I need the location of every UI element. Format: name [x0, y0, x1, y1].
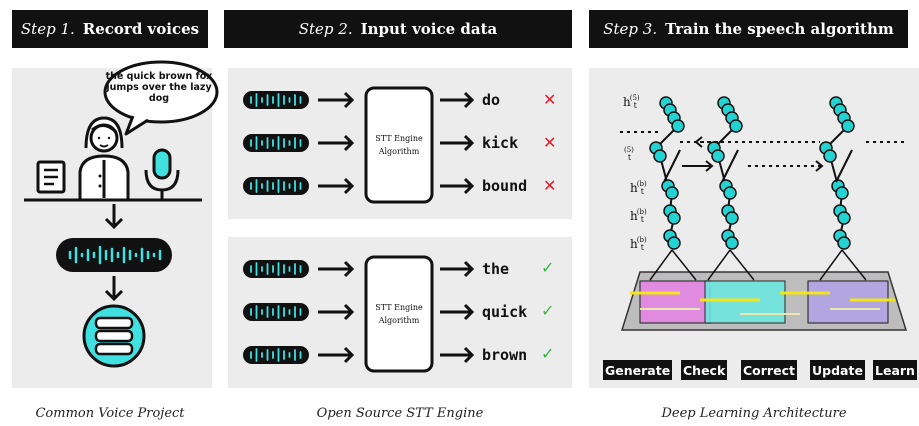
node: [837, 211, 851, 225]
arrow-icon: [440, 134, 475, 152]
arrow-icon: [104, 276, 124, 302]
audio-clip-icon: [243, 260, 309, 278]
layer-label: h(b)t: [630, 180, 647, 196]
node: [667, 236, 681, 250]
audio-clip-icon: [243, 91, 309, 109]
layer-label: h(b)t: [630, 236, 647, 252]
audio-clip-icon: [243, 303, 309, 321]
feature-block: [639, 280, 711, 324]
step2-header: Step 2. Input voice data: [224, 10, 572, 48]
engine-label-line2: Algorithm: [378, 147, 420, 156]
check-icon: ✓: [541, 258, 555, 277]
node-column: [707, 96, 755, 281]
node: [723, 186, 737, 200]
arrow-icon: [440, 177, 475, 195]
speech-bubble: [103, 60, 219, 136]
layer-links: [663, 149, 853, 183]
engine-label-bottom: STT Engine Algorithm: [368, 301, 430, 327]
engine-label-top: STT Engine Algorithm: [368, 132, 430, 158]
node: [725, 211, 739, 225]
cross-icon: ✕: [543, 133, 557, 152]
layer-label: h(5)t: [623, 94, 640, 110]
node: [711, 149, 725, 163]
step2-title: Input voice data: [360, 20, 498, 38]
layer-label: (5)t: [624, 146, 634, 162]
cross-icon: ✕: [543, 90, 557, 109]
arrow-icon: [318, 91, 355, 109]
arrow-icon: [440, 260, 475, 278]
output-word: kick: [482, 134, 519, 152]
node: [671, 119, 685, 133]
feature-block: [704, 280, 786, 324]
step1-caption: Common Voice Project: [35, 406, 185, 421]
step3-header: Step 3. Train the speech algorithm: [589, 10, 908, 48]
training-step-update: Update: [810, 360, 865, 380]
node: [725, 236, 739, 250]
step3-panel: [589, 68, 919, 388]
training-step-learn: Learn: [873, 360, 917, 380]
engine-box-top: [364, 86, 434, 204]
check-icon: ✓: [541, 344, 555, 363]
check-icon: ✓: [541, 301, 555, 320]
audio-clip-icon: [243, 134, 309, 152]
node: [835, 186, 849, 200]
speech-bubble-text: the quick brown fox jumps over the lazy …: [105, 71, 213, 104]
output-word: do: [482, 91, 501, 109]
node: [653, 149, 667, 163]
node: [823, 149, 837, 163]
arrow-icon: [440, 303, 475, 321]
node: [667, 211, 681, 225]
database-icon: [82, 304, 146, 368]
arrow-icon: [318, 346, 355, 364]
training-step-correct: Correct: [741, 360, 797, 380]
recurrent-connections: [620, 131, 906, 167]
step1-number: Step 1.: [20, 20, 75, 38]
step1-title: Record voices: [82, 20, 200, 38]
output-word: brown: [482, 346, 528, 364]
arrow-icon: [104, 204, 124, 230]
node: [729, 119, 743, 133]
engine-label-line1: STT Engine: [375, 303, 423, 312]
arrow-icon: [318, 134, 355, 152]
engine-label-line1: STT Engine: [375, 134, 423, 143]
arrow-icon: [440, 346, 475, 364]
engine-label-line2: Algorithm: [378, 316, 420, 325]
output-word: the: [482, 260, 510, 278]
node: [841, 119, 855, 133]
step2-flows: [364, 86, 434, 373]
node: [665, 186, 679, 200]
node-column: [649, 96, 697, 281]
audio-clip-icon: [243, 177, 309, 195]
cross-icon: ✕: [543, 176, 557, 195]
soundwave-icon: [56, 238, 172, 272]
audio-clip-icon: [243, 346, 309, 364]
node: [837, 236, 851, 250]
step3-number: Step 3.: [603, 20, 658, 38]
training-step-check: Check: [681, 360, 728, 380]
step2-caption: Open Source STT Engine: [316, 406, 484, 421]
step2-number: Step 2.: [298, 20, 353, 38]
document-icon: [36, 160, 66, 194]
output-word: bound: [482, 177, 528, 195]
feature-block: [807, 280, 889, 324]
step3-title: Train the speech algorithm: [665, 20, 894, 38]
output-word: quick: [482, 303, 528, 321]
arrow-icon: [318, 177, 355, 195]
step3-caption: Deep Learning Architecture: [661, 406, 847, 421]
arrow-icon: [318, 260, 355, 278]
step1-header: Step 1. Record voices: [12, 10, 208, 48]
arrow-icon: [318, 303, 355, 321]
engine-box-bottom: [364, 255, 434, 373]
microphone-icon: [144, 148, 180, 200]
arrow-icon: [682, 136, 824, 172]
node-column: [819, 96, 867, 281]
arrow-icon: [440, 91, 475, 109]
training-step-generate: Generate: [603, 360, 673, 380]
person-icon: [78, 116, 130, 200]
layer-label: h(b)t: [630, 208, 647, 224]
